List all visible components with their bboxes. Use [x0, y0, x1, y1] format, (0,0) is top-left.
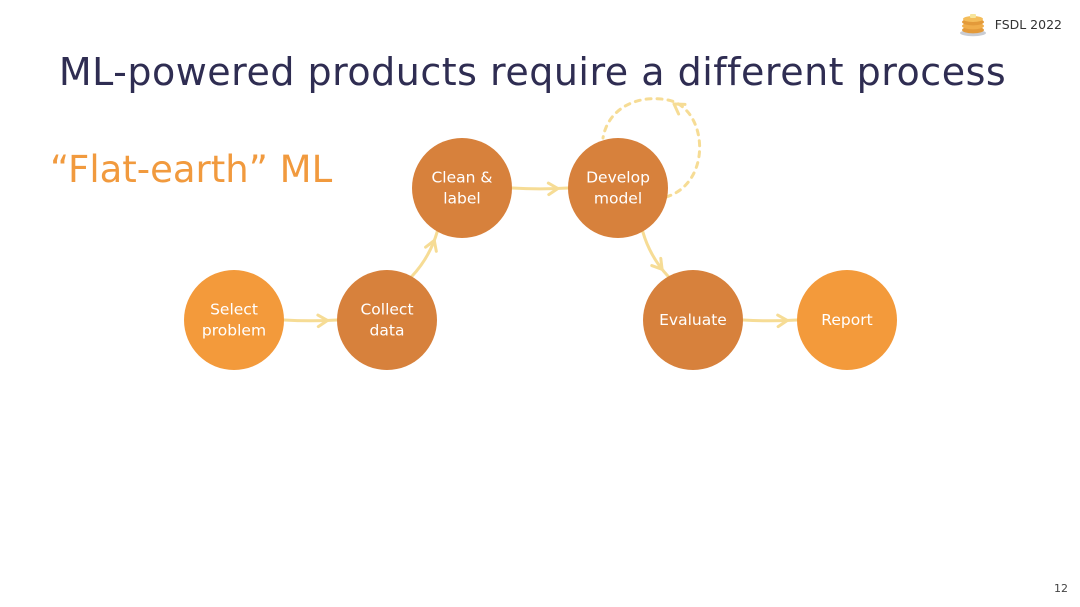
brand-label: FSDL 2022 [994, 16, 1062, 32]
page-number: 12 [1054, 582, 1068, 595]
node-clean: Clean & label [412, 138, 512, 238]
pancake-stack-icon [959, 14, 986, 37]
node-label: problem [202, 322, 266, 340]
edge-select-to-collect [282, 313, 339, 329]
node-label: Collect [360, 301, 413, 319]
node-label: data [370, 322, 405, 340]
node-circle [643, 270, 743, 370]
edge-clean-to-develop [510, 181, 570, 197]
edge-line [510, 186, 570, 191]
edge-develop-to-develop [601, 97, 702, 199]
edge-arrow-head [424, 238, 438, 253]
edge-collect-to-clean [410, 229, 439, 279]
node-label: Select [210, 301, 258, 319]
edge-arrow-head [316, 313, 329, 329]
node-evaluate: Evaluate [643, 270, 743, 370]
edge-line [741, 318, 799, 323]
edge-arrow-head [546, 181, 560, 197]
node-circle [184, 270, 284, 370]
edge-arrow-head [776, 313, 789, 329]
node-develop: Develop model [568, 138, 668, 238]
node-circle [337, 270, 437, 370]
node-label: Report [821, 311, 872, 329]
loop-arrow-line [601, 97, 702, 199]
node-circle [797, 270, 897, 370]
node-report: Report [797, 270, 897, 370]
edge-line [410, 229, 439, 279]
edge-line [282, 318, 339, 323]
edge-line [641, 229, 670, 279]
node-label: label [443, 190, 481, 208]
brand-badge: FSDL 2022 [959, 11, 1062, 37]
node-label: Develop [586, 169, 650, 187]
node-label: model [594, 190, 642, 208]
edge-evaluate-to-report [741, 313, 799, 329]
node-collect: Collect data [337, 270, 437, 370]
edge-develop-to-evaluate [641, 229, 670, 279]
node-circle [412, 138, 512, 238]
edge-arrow-head [650, 256, 664, 271]
node-label: Clean & [431, 169, 492, 187]
loop-arrow-head [672, 102, 687, 116]
slide-subtitle: “Flat-earth” ML [50, 148, 333, 191]
node-label: Evaluate [659, 311, 727, 329]
node-circle [568, 138, 668, 238]
slide-title: ML-powered products require a different … [58, 50, 1007, 94]
node-select: Select problem [184, 270, 284, 370]
